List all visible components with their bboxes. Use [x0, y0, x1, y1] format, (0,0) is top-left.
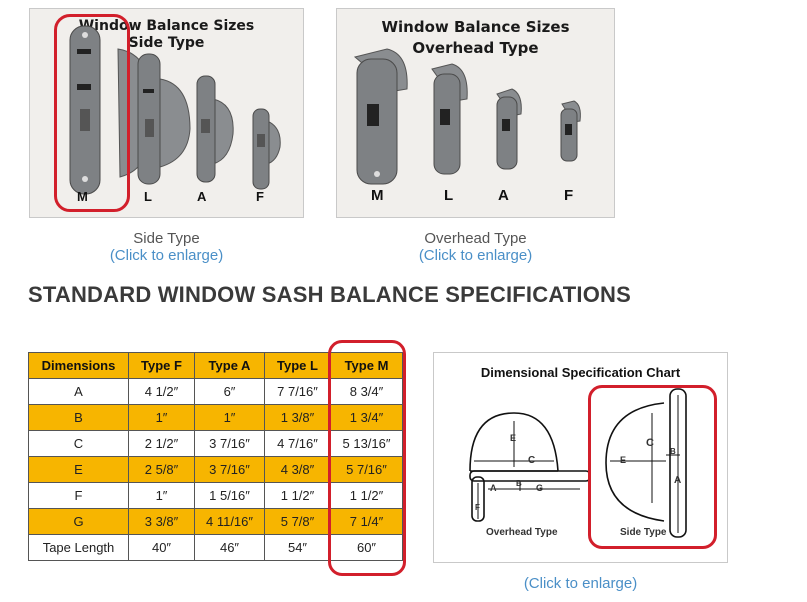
side-type-photo[interactable]: Window Balance Sizes Side Type M L A F [29, 8, 304, 218]
cell: 5 13/16″ [330, 430, 403, 457]
dim-label-c-overhead: C [528, 455, 536, 466]
cell: 8 3/4″ [330, 378, 403, 405]
header-dimensions: Dimensions [28, 352, 129, 379]
side-outline [605, 402, 665, 522]
cell: 1 1/2″ [264, 482, 331, 509]
cell: 60″ [330, 534, 403, 561]
row-label: C [28, 430, 129, 457]
dim-label-b-side: B [670, 447, 676, 456]
row-label: A [28, 378, 129, 405]
page-heading: STANDARD WINDOW SASH BALANCE SPECIFICATI… [28, 282, 631, 307]
cell: 40″ [128, 534, 195, 561]
cell: 4 1/2″ [128, 378, 195, 405]
table-row: C 2 1/2″ 3 7/16″ 4 7/16″ 5 13/16″ [28, 430, 403, 457]
cell: 1 3/4″ [330, 404, 403, 431]
table-row: E 2 5/8″ 3 7/16″ 4 3/8″ 5 7/16″ [28, 456, 403, 483]
side-type-label: Side Type [620, 527, 667, 538]
table-row: B 1″ 1″ 1 3/8″ 1 3/4″ [28, 404, 403, 431]
dimensional-chart[interactable]: Dimensional Specification Chart E C A B … [433, 352, 728, 563]
cell: 1″ [194, 404, 265, 431]
cell: 1 1/2″ [330, 482, 403, 509]
enlarge-link-side[interactable]: (Click to enlarge) [109, 247, 224, 264]
overhead-type-photo[interactable]: Window Balance Sizes Overhead Type M L A… [336, 8, 615, 218]
table-row: F 1″ 1 5/16″ 1 1/2″ 1 1/2″ [28, 482, 403, 509]
letter-l: L [144, 189, 152, 204]
dim-label-g-overhead: G [536, 483, 544, 493]
chart-title: Dimensional Specification Chart [480, 365, 681, 380]
table-row: A 4 1/2″ 6″ 7 7/16″ 8 3/4″ [28, 378, 403, 405]
cell: 1 3/8″ [264, 404, 331, 431]
cell: 54″ [264, 534, 331, 561]
overhead-type-caption: Overhead Type (Click to enlarge) [336, 230, 615, 264]
cell: 1 5/16″ [194, 482, 265, 509]
table-row: Tape Length 40″ 46″ 54″ 60″ [28, 534, 403, 561]
photo-title-line1: Window Balance Sizes [78, 18, 255, 34]
cell: 7 7/16″ [264, 378, 331, 405]
cell: 1″ [128, 482, 195, 509]
cell: 4 7/16″ [264, 430, 331, 457]
caption-text: Side Type [133, 230, 200, 247]
row-label: G [28, 508, 129, 535]
dim-label-c-side: C [646, 437, 654, 449]
cell: 4 3/8″ [264, 456, 331, 483]
table-row: G 3 3/8″ 4 11/16″ 5 7/8″ 7 1/4″ [28, 508, 403, 535]
row-label: B [28, 404, 129, 431]
overhead-outline [469, 412, 559, 472]
dim-label-f-overhead: F [475, 503, 480, 512]
cell: 3 7/16″ [194, 456, 265, 483]
photo-title-line2: Side Type [128, 35, 205, 51]
letter-a: A [197, 189, 207, 204]
enlarge-link-chart[interactable]: (Click to enlarge) [523, 575, 638, 592]
cell: 6″ [194, 378, 265, 405]
photo-title-line1: Window Balance Sizes [381, 18, 570, 36]
dim-label-e-overhead: E [510, 433, 517, 443]
cell: 4 11/16″ [194, 508, 265, 535]
row-label: Tape Length [28, 534, 129, 561]
header-type-m: Type M [330, 352, 403, 379]
row-label: F [28, 482, 129, 509]
header-type-a: Type A [194, 352, 265, 379]
chart-caption: (Click to enlarge) [433, 575, 728, 592]
row-label: E [28, 456, 129, 483]
letter-m: M [77, 189, 88, 204]
cell: 5 7/8″ [264, 508, 331, 535]
cell: 1″ [128, 404, 195, 431]
side-type-caption: Side Type (Click to enlarge) [29, 230, 304, 264]
cell: 7 1/4″ [330, 508, 403, 535]
letter-a: A [498, 187, 509, 204]
overhead-type-label: Overhead Type [486, 527, 558, 538]
letter-m: M [371, 187, 384, 204]
dim-label-a-side: A [674, 475, 682, 486]
dim-label-a-overhead: A [490, 483, 497, 493]
cell: 2 5/8″ [128, 456, 195, 483]
cell: 3 3/8″ [128, 508, 195, 535]
spec-table: Dimensions Type F Type A Type L Type M A… [28, 352, 403, 561]
dim-label-e-side: E [620, 455, 627, 465]
table-header-row: Dimensions Type F Type A Type L Type M [28, 352, 403, 379]
side-balances-illustration [69, 25, 281, 195]
cell: 5 7/16″ [330, 456, 403, 483]
letter-f: F [256, 189, 264, 204]
header-type-f: Type F [128, 352, 195, 379]
photo-title-line2: Overhead Type [412, 39, 539, 57]
dim-label-b-overhead: B [516, 479, 522, 488]
letter-f: F [564, 187, 574, 204]
cell: 2 1/2″ [128, 430, 195, 457]
overhead-a-body [496, 96, 518, 170]
header-type-l: Type L [264, 352, 331, 379]
letter-l: L [444, 187, 454, 204]
cell: 46″ [194, 534, 265, 561]
enlarge-link-overhead[interactable]: (Click to enlarge) [418, 247, 533, 264]
balance-f-body [252, 108, 270, 190]
overhead-balances-illustration [353, 48, 581, 185]
dimensional-diagram [469, 388, 687, 538]
cell: 3 7/16″ [194, 430, 265, 457]
caption-text: Overhead Type [424, 230, 527, 247]
